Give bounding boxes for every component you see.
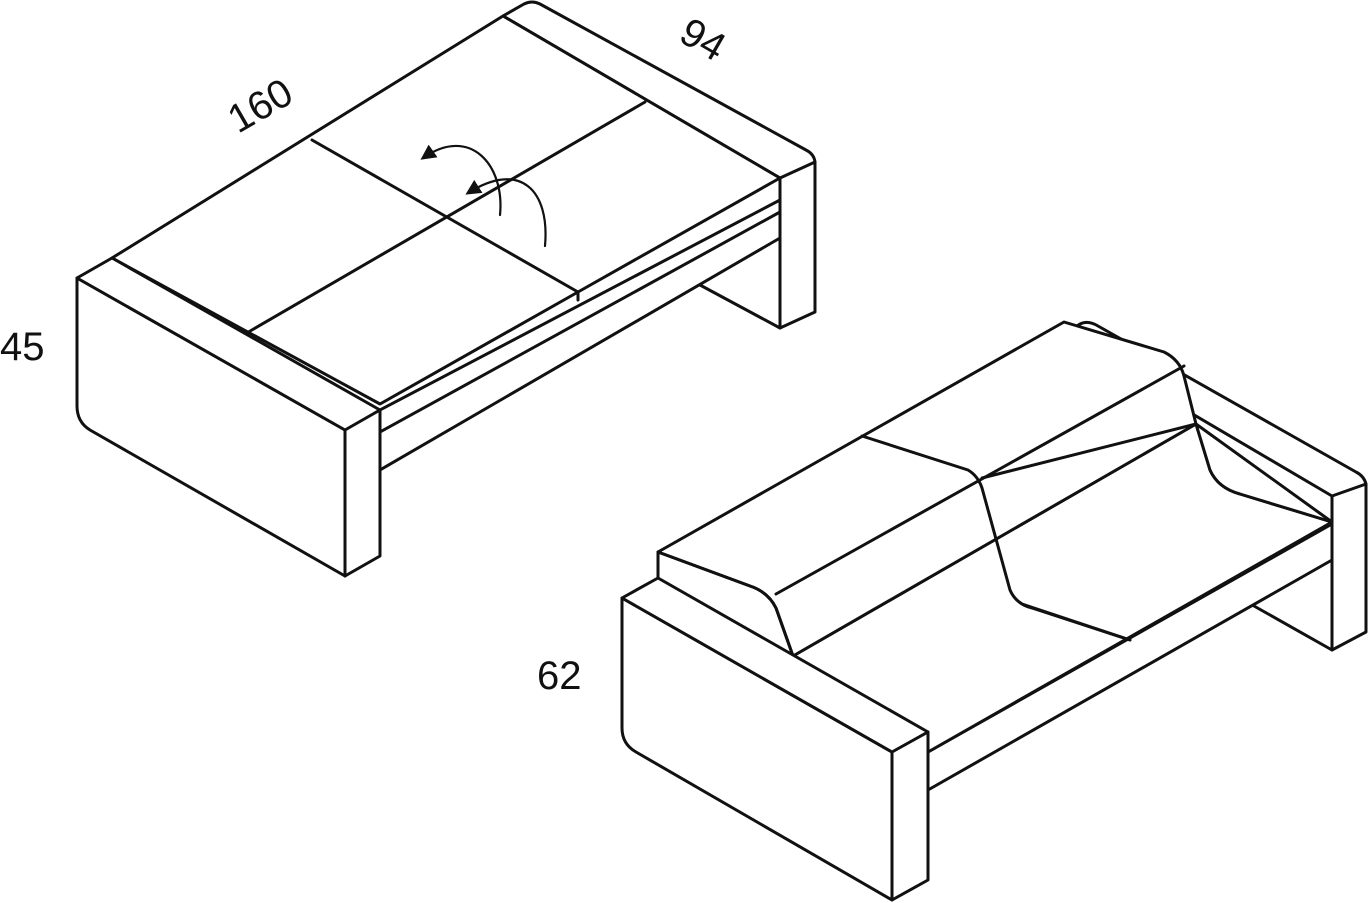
bed-near-arm bbox=[75, 276, 347, 578]
sofa-near-arm bbox=[620, 596, 894, 902]
dimension-bed-height: 45 bbox=[0, 325, 45, 369]
bed-near-arm-side bbox=[343, 408, 382, 578]
dimension-length: 160 bbox=[221, 70, 301, 141]
bed-far-arm-base bbox=[698, 283, 782, 330]
dimension-depth: 94 bbox=[673, 10, 734, 70]
bed-mattress-top bbox=[110, 14, 782, 406]
sofa-near-arm-side bbox=[890, 730, 930, 902]
bed-fold-line-2 bbox=[243, 100, 647, 336]
dimension-sofa-height: 62 bbox=[537, 654, 582, 698]
bed-configuration bbox=[75, 0, 817, 578]
sofa-far-arm-base bbox=[1252, 604, 1334, 652]
bed-fold-line-1 bbox=[310, 138, 580, 294]
sofa-configuration bbox=[620, 320, 1368, 902]
sofa-backrest-divider bbox=[860, 434, 1132, 642]
fold-arrow-left bbox=[420, 144, 502, 217]
fold-arrow-right bbox=[465, 178, 547, 248]
